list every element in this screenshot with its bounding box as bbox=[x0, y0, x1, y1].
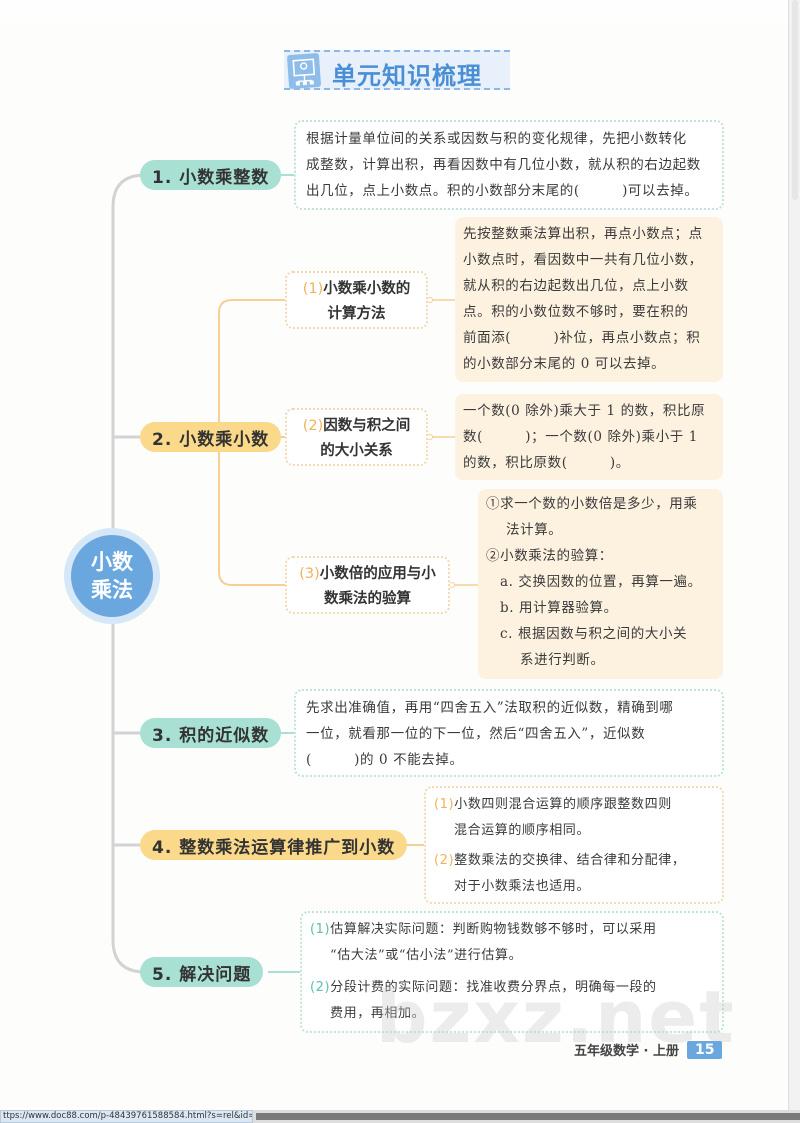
branch-2-sub-3-content: ①求一个数的小数倍是多少，用乘 法计算。 ②小数乘法的验算： a. 交换因数的位… bbox=[478, 489, 723, 679]
item-number: (2) bbox=[310, 980, 331, 995]
item-number: (1) bbox=[434, 797, 455, 812]
item-line2: 混合运算的顺序相同。 bbox=[454, 823, 591, 838]
branch-4-content-box: (1)小数四则混合运算的顺序跟整数四则 混合运算的顺序相同。 (2)整数乘法的交… bbox=[424, 786, 724, 904]
branch-3-content-box: 先求出准确值，再用“四舍五入”法取积的近似数，精确到哪 一位，就看那一位的下一位… bbox=[294, 689, 724, 777]
item-line2: 费用，再相加。 bbox=[330, 1006, 426, 1021]
watermark: bzxz.net bbox=[376, 975, 736, 1059]
book-label: 五年级数学 · 上册 bbox=[574, 1044, 679, 1059]
sub-label-line1: 小数倍的应用与小 bbox=[319, 566, 436, 582]
branch-2-node: 2. 小数乘小数 bbox=[140, 422, 282, 452]
item-line1: 估算解决实际问题：判断购物钱数够不够时，可以采用 bbox=[330, 922, 657, 937]
vertical-scrollbar[interactable] bbox=[788, 0, 800, 1110]
content-line: 成整数，计算出积，再看因数中有几位小数，就从积的右边起数 bbox=[306, 157, 701, 173]
sub-label-line1: 因数与积之间 bbox=[323, 418, 411, 434]
title-banner: 单元知识梳理 bbox=[284, 50, 510, 90]
branch-3-node: 3. 积的近似数 bbox=[140, 718, 282, 748]
item-number: (2) bbox=[434, 853, 455, 868]
item-line1: 小数四则混合运算的顺序跟整数四则 bbox=[454, 797, 672, 812]
page-footer: 五年级数学 · 上册 15 bbox=[574, 1040, 723, 1059]
content-line: 一个数(0 除外)乘大于 1 的数，积比原 bbox=[463, 403, 706, 419]
branch-1-node: 1. 小数乘整数 bbox=[140, 160, 282, 190]
content-line: b. 用计算器验算。 bbox=[500, 600, 618, 616]
content-line: 系进行判断。 bbox=[520, 652, 605, 668]
branch-1-content-box: 根据计量单位间的关系或因数与积的变化规律，先把小数转化 成整数，计算出积，再看因… bbox=[294, 120, 724, 210]
scrollbar-thumb[interactable] bbox=[792, 0, 798, 200]
content-line: a. 交换因数的位置，再算一遍。 bbox=[500, 574, 702, 590]
content-line: 的数，积比原数( )。 bbox=[463, 455, 630, 471]
content-line: 先按整数乘法算出积，再点小数点；点 bbox=[463, 226, 703, 242]
content-line: 就从积的右边起数出几位，点上小数 bbox=[463, 278, 689, 294]
branch-5-content-box: (1)估算解决实际问题：判断购物钱数够不够时，可以采用 “估大法”或“估小法”进… bbox=[300, 911, 724, 1033]
page-number: 15 bbox=[687, 1040, 723, 1059]
content-line: 数( )；一个数(0 除外)乘小于 1 bbox=[463, 429, 698, 445]
content-line: 先求出准确值，再用“四舍五入”法取积的近似数，精确到哪 bbox=[306, 700, 674, 716]
item-number: (1) bbox=[310, 922, 331, 937]
sub-label-line2: 的大小关系 bbox=[320, 443, 393, 459]
center-topic-line2: 乘法 bbox=[91, 578, 133, 602]
center-topic-line1: 小数 bbox=[91, 550, 133, 574]
presentation-board-icon bbox=[286, 52, 322, 90]
horizontal-scrollbar[interactable] bbox=[256, 1113, 800, 1120]
branch-2-sub-1-node: (1)小数乘小数的 计算方法 bbox=[285, 271, 428, 329]
sub-number: (3) bbox=[299, 566, 320, 582]
sub-label-line2: 计算方法 bbox=[327, 306, 386, 322]
item-line1: 分段计费的实际问题：找准收费分界点，明确每一段的 bbox=[330, 980, 657, 995]
sub-number: (2) bbox=[302, 418, 324, 434]
center-topic-node: 小数 乘法 bbox=[64, 528, 160, 624]
status-url: ttps://www.doc88.com/p-48439761588584.ht… bbox=[0, 1110, 253, 1123]
branch-2-sub-2-node: (2)因数与积之间 的大小关系 bbox=[285, 408, 428, 466]
item-line2: 对于小数乘法也适用。 bbox=[454, 879, 591, 894]
branch-2-sub-2-content: 一个数(0 除外)乘大于 1 的数，积比原 数( )；一个数(0 除外)乘小于 … bbox=[455, 394, 723, 480]
content-line: 的小数部分末尾的 0 可以去掉。 bbox=[463, 356, 666, 372]
item-line2: “估大法”或“估小法”进行估算。 bbox=[330, 948, 523, 963]
sub-label-line1: 小数乘小数的 bbox=[323, 281, 411, 297]
item-line1: 整数乘法的交换律、结合律和分配律， bbox=[454, 853, 686, 868]
content-line: ②小数乘法的验算： bbox=[486, 548, 613, 564]
content-line: 点。积的小数位数不够时，要在积的 bbox=[463, 304, 689, 320]
content-line: 根据计量单位间的关系或因数与积的变化规律，先把小数转化 bbox=[306, 131, 687, 147]
branch-2-sub-3-node: (3)小数倍的应用与小 数乘法的验算 bbox=[285, 556, 450, 614]
section-title: 单元知识梳理 bbox=[332, 62, 482, 90]
content-line: 一位，就看那一位的下一位，然后“四舍五入”，近似数 bbox=[306, 726, 646, 742]
content-line: ( )的 0 不能去掉。 bbox=[306, 752, 464, 768]
content-line: c. 根据因数与积之间的大小关 bbox=[500, 626, 688, 642]
content-line: 法计算。 bbox=[506, 522, 563, 538]
branch-2-sub-1-content: 先按整数乘法算出积，再点小数点；点 小数点时，看因数中一共有几位小数， 就从积的… bbox=[455, 217, 723, 382]
sub-label-line2: 数乘法的验算 bbox=[324, 591, 411, 607]
content-line: ①求一个数的小数倍是多少，用乘 bbox=[486, 496, 698, 512]
sub-number: (1) bbox=[302, 281, 324, 297]
content-line: 小数点时，看因数中一共有几位小数， bbox=[463, 252, 703, 268]
content-line: 前面添( )补位，再点小数点；积 bbox=[463, 330, 701, 346]
status-bar: ttps://www.doc88.com/p-48439761588584.ht… bbox=[0, 1110, 800, 1123]
branch-4-node: 4. 整数乘法运算律推广到小数 bbox=[140, 830, 408, 860]
branch-5-node: 5. 解决问题 bbox=[140, 957, 264, 987]
content-line: 出几位，点上小数点。积的小数部分末尾的( )可以去掉。 bbox=[306, 183, 699, 199]
